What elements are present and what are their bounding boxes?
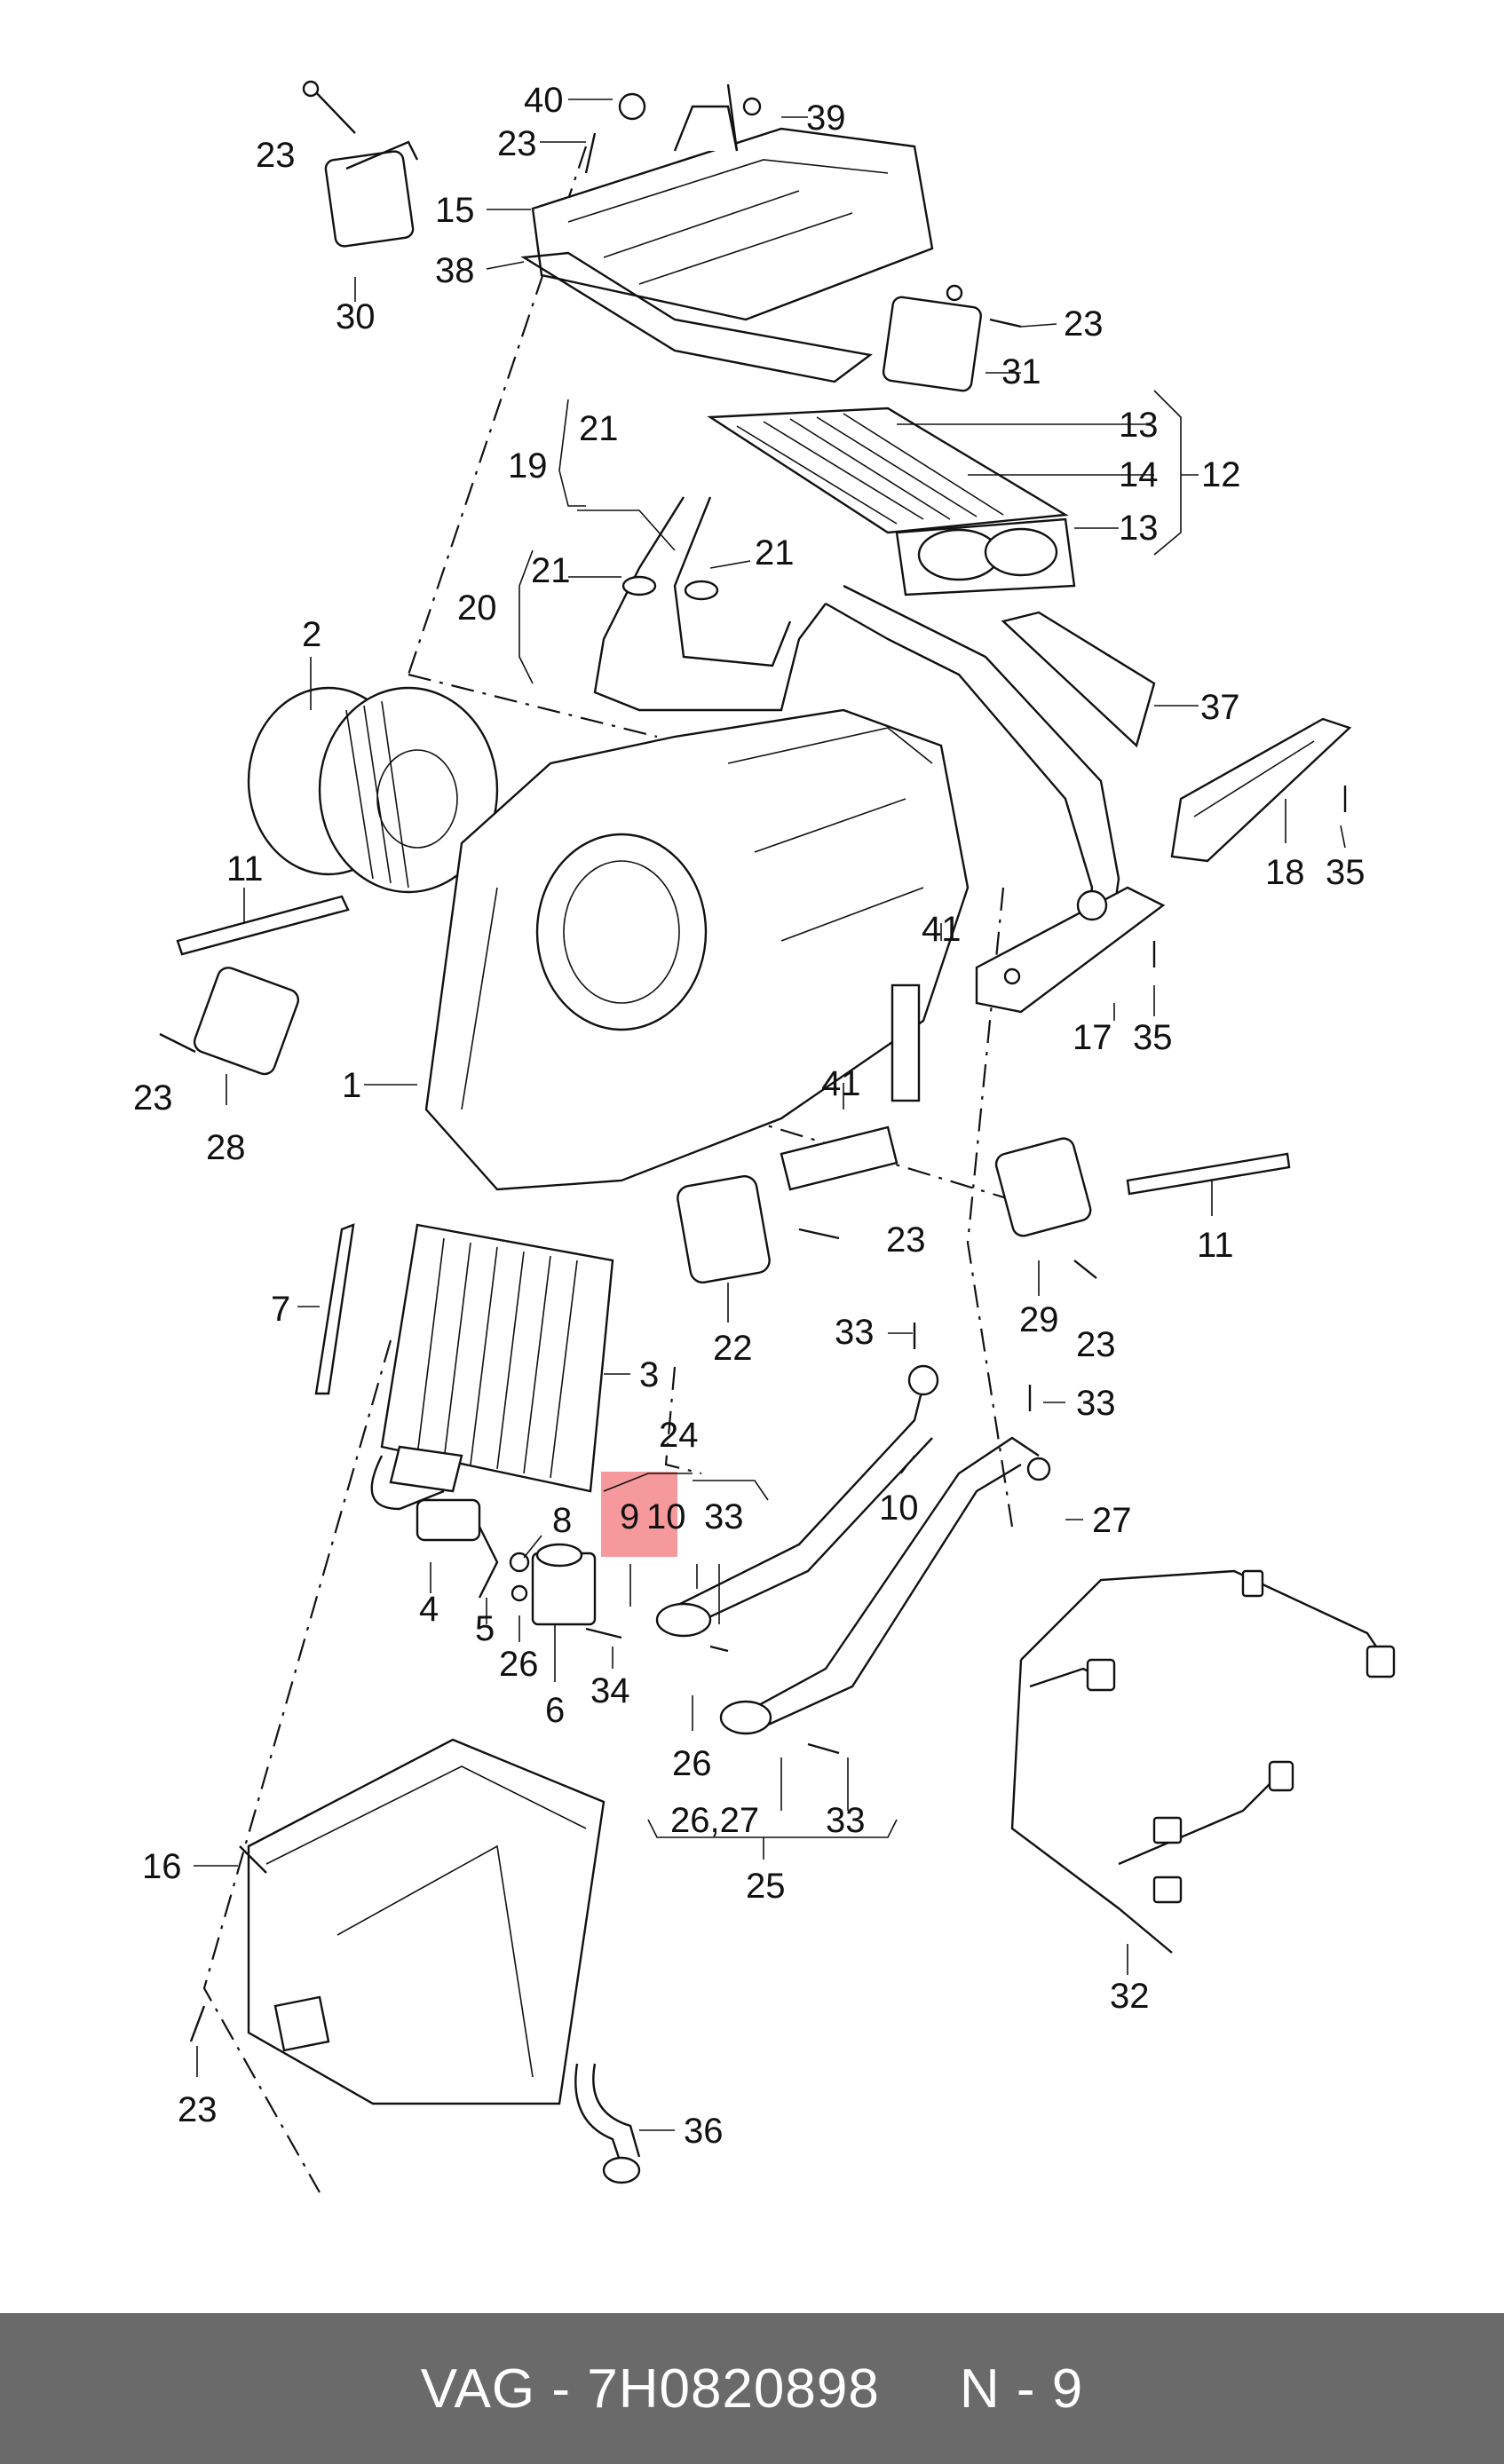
part-29-actuator	[994, 1137, 1092, 1237]
part-16-lower-housing	[239, 1738, 606, 2105]
part-6-valve	[509, 1543, 597, 1626]
label-5: 5	[475, 1609, 495, 1648]
part-22-actuator	[677, 1175, 771, 1283]
label-11: 11	[226, 849, 264, 888]
footer-bar: VAG - 7H0820898 N - 9	[0, 2313, 1504, 2464]
label-20: 20	[457, 588, 497, 628]
label-40: 40	[524, 81, 564, 120]
part-37-gasket	[1001, 611, 1156, 748]
label-28: 28	[206, 1128, 246, 1167]
label-6: 6	[545, 1691, 565, 1730]
label-41: 41	[922, 910, 962, 949]
label-33: 33	[835, 1313, 875, 1352]
label-29: 29	[1019, 1300, 1059, 1339]
label-23: 23	[256, 136, 296, 175]
label-11: 11	[1197, 1226, 1234, 1265]
label-14: 14	[1119, 455, 1159, 494]
parts-diagram: 40 39 23 23 15 38 30 23 31 13 14 12 13 2…	[133, 80, 1396, 2193]
label-23: 23	[497, 124, 537, 163]
label-10: 10	[879, 1489, 919, 1528]
label-15: 15	[435, 191, 475, 230]
highlight-box	[601, 1472, 677, 1557]
part-1-housing	[424, 708, 970, 1191]
label-41: 41	[821, 1064, 861, 1103]
part-15-housing	[531, 83, 934, 321]
part-17-flange	[975, 886, 1166, 1014]
label-35: 35	[1133, 1018, 1173, 1057]
part-38-gasket	[520, 251, 873, 383]
label-21: 21	[531, 551, 571, 590]
bolts	[159, 132, 1347, 2042]
label-31: 31	[1001, 352, 1041, 391]
part-2-blower	[247, 686, 499, 894]
label-36: 36	[684, 2112, 724, 2151]
label-10: 10	[646, 1497, 686, 1536]
label-37: 37	[1200, 688, 1240, 727]
label-16: 16	[142, 1847, 182, 1886]
part-12-core	[707, 407, 1076, 596]
label-8: 8	[552, 1501, 572, 1540]
label-33: 33	[826, 1801, 866, 1840]
label-21: 21	[579, 409, 619, 448]
label-13: 13	[1119, 406, 1159, 445]
part-18-cover	[1170, 717, 1352, 863]
label-12: 12	[1201, 455, 1241, 494]
part-28-actuator	[193, 967, 300, 1076]
label-35: 35	[1326, 853, 1365, 892]
part-31-module	[882, 284, 982, 392]
part-32-harness	[1010, 1569, 1396, 1954]
label-33: 33	[1076, 1384, 1116, 1423]
label-30: 30	[336, 297, 376, 336]
part-30-module	[302, 80, 419, 248]
part-36-drain	[574, 2063, 641, 2184]
label-7: 7	[271, 1290, 290, 1329]
label-18: 18	[1265, 853, 1305, 892]
part-4-5-fittings	[370, 1455, 499, 1599]
label-26: 26	[499, 1645, 539, 1684]
label-21: 21	[755, 533, 795, 573]
callout-labels: 40 39 23 23 15 38 30 23 31 13 14 12 13 2…	[133, 81, 1365, 2151]
label-27: 27	[1092, 1501, 1132, 1540]
label-23: 23	[1064, 304, 1104, 344]
label-25: 25	[746, 1867, 786, 1906]
label-23: 23	[133, 1078, 173, 1117]
part-7-seal	[314, 1223, 355, 1395]
label-39: 39	[806, 99, 846, 138]
label-23: 23	[1076, 1325, 1116, 1364]
part-41-strips	[780, 983, 921, 1191]
part-number: VAG - 7H0820898	[420, 2357, 880, 2420]
label-26-27: 26,27	[670, 1801, 759, 1840]
part-3-heater-core	[380, 1223, 614, 1493]
label-32: 32	[1110, 1977, 1150, 2016]
label-24: 24	[659, 1416, 699, 1455]
leader-lines	[194, 99, 1346, 2131]
label-9: 9	[620, 1497, 639, 1536]
label-38: 38	[435, 251, 475, 290]
label-23: 23	[886, 1220, 926, 1260]
page-number: N - 9	[959, 2357, 1084, 2420]
refrigerant-lines	[655, 1364, 1051, 1735]
label-13: 13	[1119, 509, 1159, 548]
label-19: 19	[508, 446, 548, 486]
label-2: 2	[302, 615, 321, 654]
label-1: 1	[342, 1066, 361, 1105]
label-4: 4	[419, 1590, 439, 1629]
label-3: 3	[639, 1355, 659, 1394]
label-34: 34	[590, 1671, 630, 1710]
part-11-rods	[176, 895, 1291, 1196]
label-23: 23	[178, 2090, 218, 2129]
label-22: 22	[713, 1329, 753, 1368]
label-17: 17	[1073, 1018, 1112, 1057]
label-26: 26	[672, 1744, 712, 1783]
label-33: 33	[704, 1497, 744, 1536]
